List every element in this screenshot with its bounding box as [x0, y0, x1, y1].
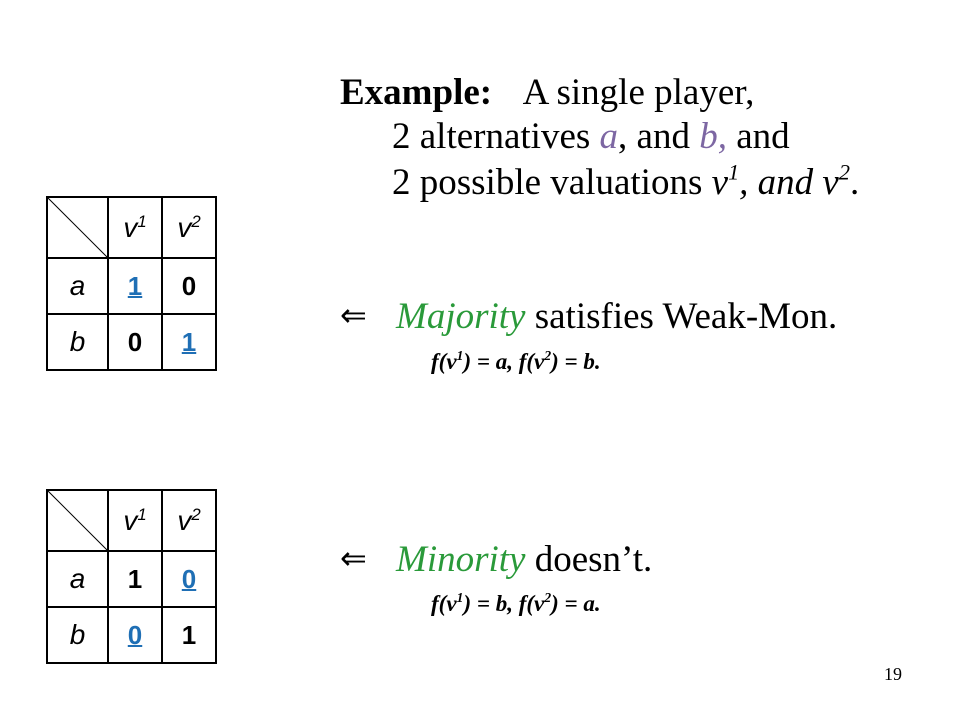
- table-corner-cell: [46, 489, 109, 552]
- example-line-3: 2 possible valuations v1, and v2.: [392, 159, 860, 204]
- example-intro-text: A single player,: [522, 72, 755, 113]
- valuation-v2: v2: [822, 159, 850, 203]
- column-header-v1: v1: [107, 196, 163, 259]
- cell-b-v2: 1: [161, 606, 217, 664]
- alternative-a: a: [599, 116, 619, 157]
- example-label: Example:: [340, 72, 493, 113]
- cell-b-v2: 1: [161, 313, 217, 371]
- minority-rule-name: Minority: [396, 539, 526, 580]
- column-header-v2: v2: [161, 489, 217, 552]
- cell-b-v1: 0: [107, 606, 163, 664]
- column-header-v2: v2: [161, 196, 217, 259]
- valuation-v1: v1: [711, 159, 740, 203]
- row-header-a: a: [46, 550, 109, 608]
- majority-bullet: ⇐ Majority satisfies Weak-Mon.: [340, 296, 837, 338]
- majority-claim-text: satisfies Weak-Mon.: [534, 296, 838, 337]
- valuations-text: 2 possible valuations: [392, 162, 703, 203]
- alternatives-text: 2 alternatives: [392, 116, 591, 157]
- cell-a-v1: 1: [107, 550, 163, 608]
- cell-a-v1: 1: [107, 257, 163, 315]
- page-number: 19: [884, 664, 902, 684]
- minority-claim-text: doesn’t.: [534, 539, 653, 580]
- alternative-b: b,: [699, 116, 727, 157]
- row-header-b: b: [46, 313, 109, 371]
- cell-b-v1: 0: [107, 313, 163, 371]
- valuation-table-majority: v1 v2 a 1 0 b 0 1: [46, 196, 217, 371]
- cell-a-v2: 0: [161, 550, 217, 608]
- valuations-and-text: , and: [739, 162, 814, 203]
- left-double-arrow-icon: ⇐: [340, 539, 367, 577]
- example-line-2: 2 alternatives a, and b, and: [392, 116, 790, 158]
- valuations-period: .: [849, 162, 860, 203]
- example-line-1: Example: A single player,: [340, 72, 754, 114]
- row-header-a: a: [46, 257, 109, 315]
- minority-formula: f(v1) = b, f(v2) = a.: [431, 590, 601, 616]
- alternatives-trailing-and: and: [736, 116, 790, 157]
- cell-a-v2: 0: [161, 257, 217, 315]
- table-corner-cell: [46, 196, 109, 259]
- majority-formula: f(v1) = a, f(v2) = b.: [431, 348, 601, 374]
- diagonal-line-icon: [48, 491, 107, 550]
- column-header-v1: v1: [107, 489, 163, 552]
- row-header-b: b: [46, 606, 109, 664]
- diagonal-line-icon: [48, 198, 107, 257]
- minority-bullet: ⇐ Minority doesn’t.: [340, 539, 652, 581]
- majority-rule-name: Majority: [396, 296, 526, 337]
- valuation-table-minority: v1 v2 a 1 0 b 0 1: [46, 489, 217, 664]
- alternatives-and-text: , and: [618, 116, 690, 157]
- left-double-arrow-icon: ⇐: [340, 296, 367, 334]
